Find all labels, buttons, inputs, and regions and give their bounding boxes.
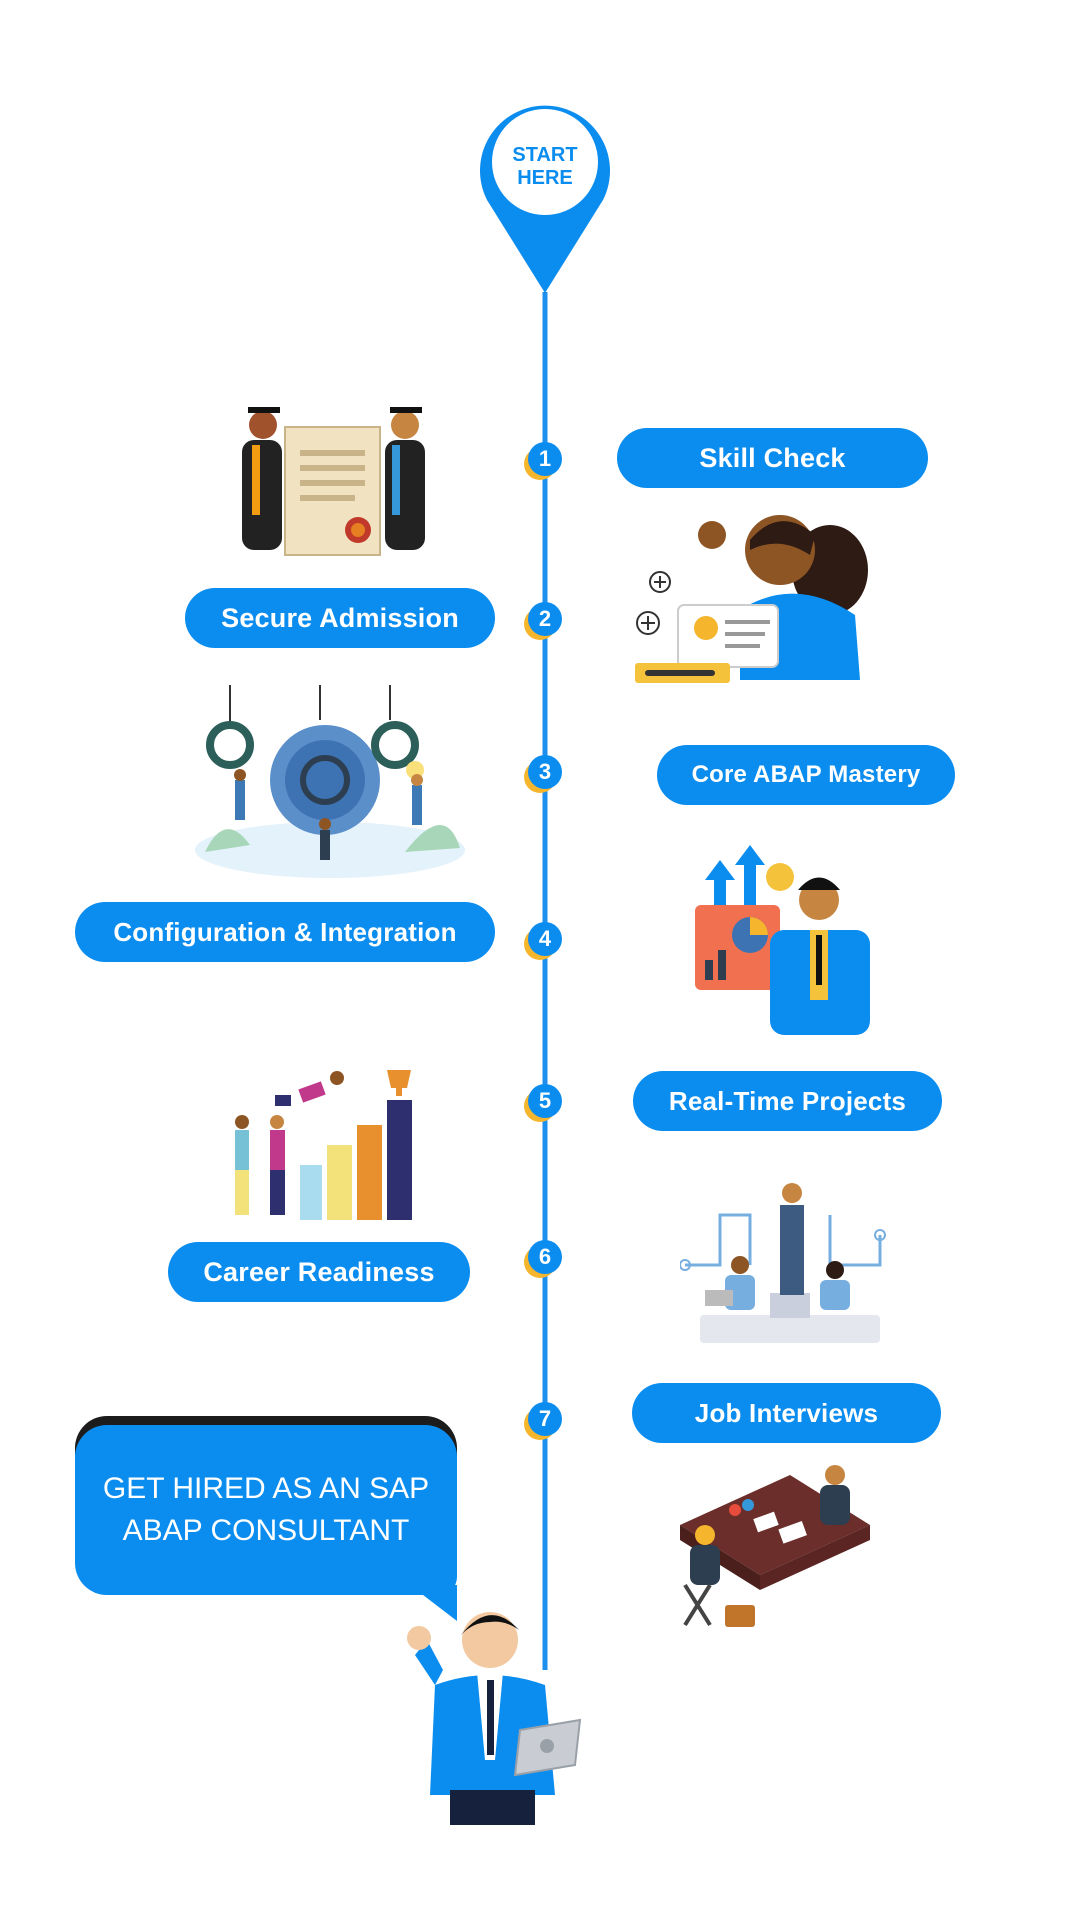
interview-desk-illustration (680, 1465, 870, 1627)
step-pill-job-interviews: Job Interviews (632, 1383, 941, 1443)
team-climbing-bars-illustration (235, 1070, 412, 1220)
step-number-4: 4 (528, 922, 562, 956)
team-network-illustration (680, 1183, 886, 1343)
step-number-5: 5 (528, 1084, 562, 1118)
goal-text: GET HIRED AS AN SAP ABAP CONSULTANT (102, 1472, 430, 1547)
speech-bubble-tail (410, 1585, 457, 1621)
start-pin-icon (480, 105, 610, 293)
start-pin-line2: HERE (517, 167, 573, 189)
gears-team-illustration (195, 685, 465, 878)
step-number-6: 6 (528, 1240, 562, 1274)
step-number-1: 1 (528, 442, 562, 476)
step-pill-skill-check: Skill Check (617, 428, 928, 488)
step-pill-core-abap-mastery: Core ABAP Mastery (657, 745, 955, 805)
step-number-3: 3 (528, 755, 562, 789)
graduates-certificate-illustration (242, 407, 425, 556)
step-pill-secure-admission: Secure Admission (185, 588, 495, 648)
start-pin-line1: START (512, 144, 577, 166)
analyst-chart-illustration (695, 845, 870, 1035)
woman-certificate-illustration (635, 515, 868, 683)
celebrating-consultant-illustration (407, 1612, 582, 1825)
step-pill-configuration-integration: Configuration & Integration (75, 902, 495, 962)
step-pill-real-time-projects: Real-Time Projects (633, 1071, 942, 1131)
step-number-2: 2 (528, 602, 562, 636)
goal-speech-bubble: GET HIRED AS AN SAP ABAP CONSULTANT (75, 1425, 457, 1595)
step-pill-career-readiness: Career Readiness (168, 1242, 470, 1302)
step-number-7: 7 (528, 1402, 562, 1436)
